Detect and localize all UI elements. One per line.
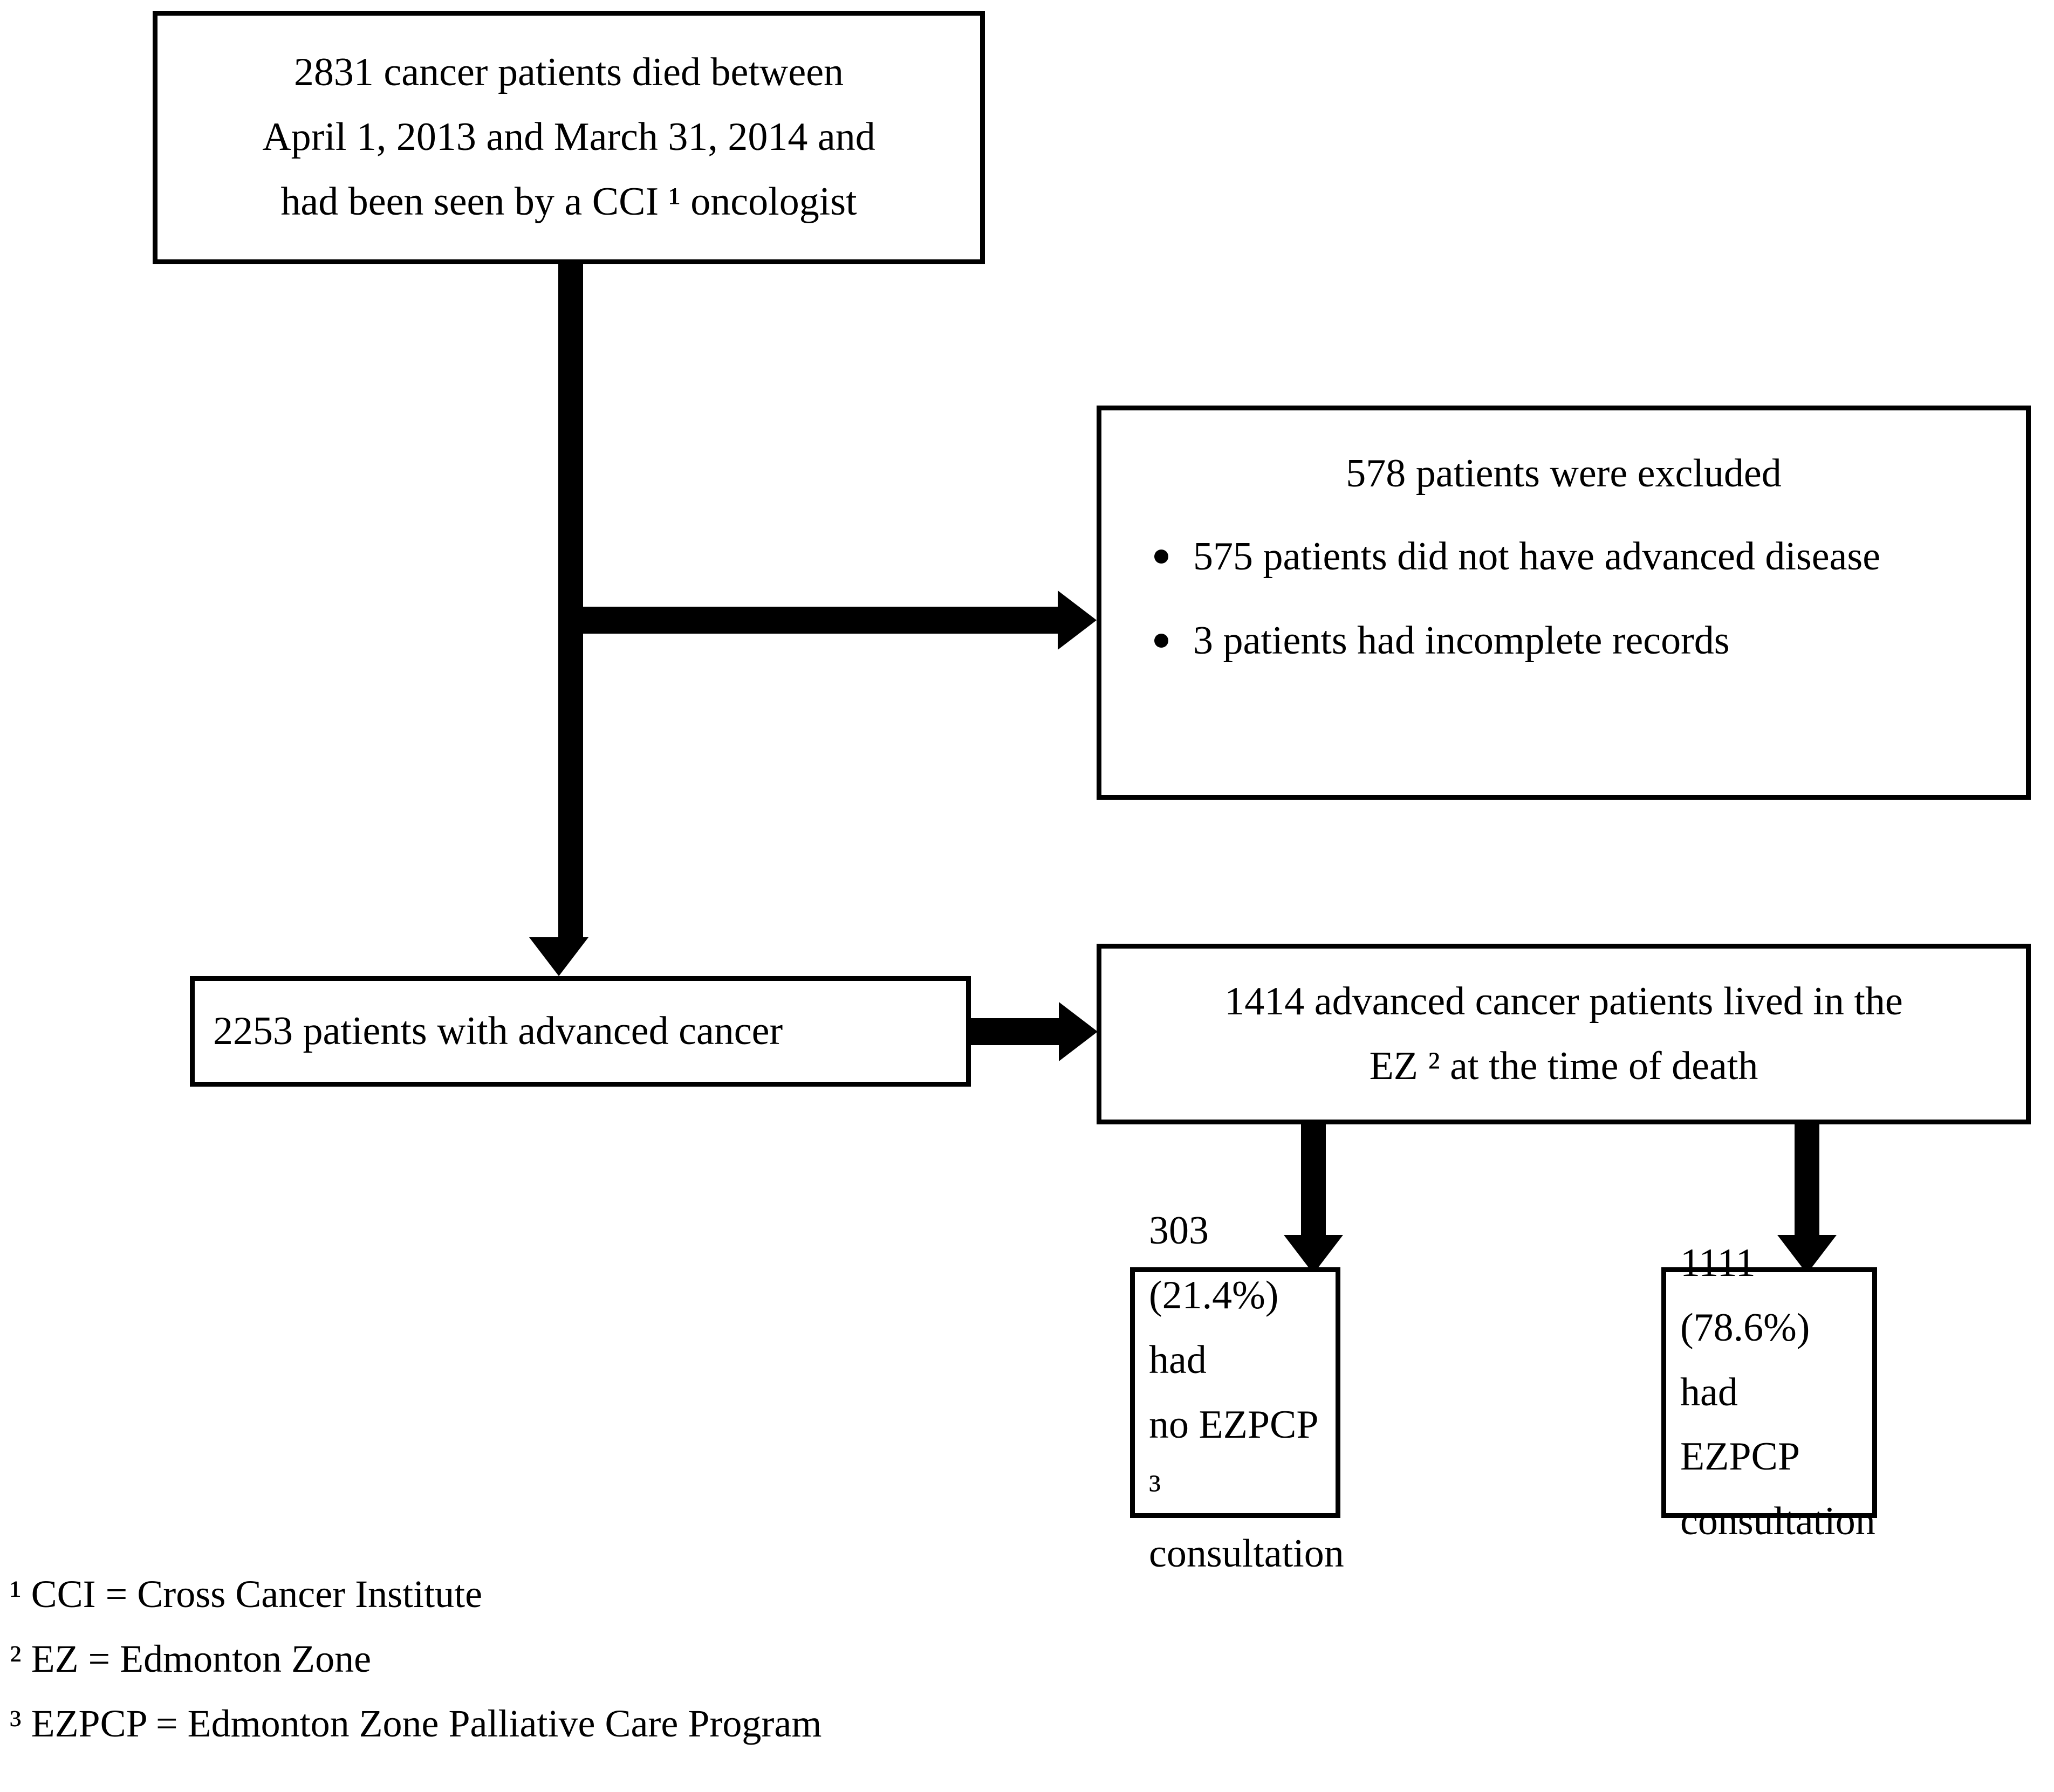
connector-advanced-to-ez-arrowhead — [1059, 1002, 1098, 1061]
node-no-consultation: 303 (21.4%) had no EZPCP ³ consultation — [1130, 1209, 1344, 1576]
connector-cohort-to-excluded-line — [583, 607, 1058, 634]
node-excluded-reason-text: 575 patients did not have advanced disea… — [1193, 534, 1881, 579]
footnote-ez: ² EZ = Edmonton Zone — [10, 1637, 372, 1680]
list-item: 3 patients had incomplete records — [1112, 609, 2015, 674]
node-had-consultation: 1111 (78.6%) had EZPCP consultation — [1661, 1241, 1877, 1543]
connector-cohort-to-advanced-line — [558, 264, 583, 938]
connector-cohort-to-advanced-arrowhead — [529, 937, 588, 976]
connector-cohort-to-excluded-arrowhead — [1058, 591, 1097, 650]
node-advanced-cancer: 2253 patients with advanced cancer — [190, 976, 971, 1087]
connector-ez-to-no-consultation-line — [1301, 1124, 1326, 1238]
footnote-ezpcp: ³ EZPCP = Edmonton Zone Palliative Care … — [10, 1702, 822, 1745]
node-excluded: 578 patients were excluded 575 patients … — [1097, 406, 2031, 800]
node-cohort-source: 2831 cancer patients died between April … — [153, 11, 985, 264]
node-excluded-headline: 578 patients were excluded — [1346, 451, 1782, 496]
node-cohort-source-text: 2831 cancer patients died between April … — [262, 50, 875, 224]
node-lived-in-ez: 1414 advanced cancer patients lived in t… — [1097, 944, 2031, 1124]
node-excluded-reason-list: 575 patients did not have advanced disea… — [1112, 505, 2015, 674]
footnotes: ¹ CCI = Cross Cancer Institute ² EZ = Ed… — [10, 1575, 1952, 1769]
bullet-dot-icon — [1154, 550, 1168, 564]
connector-ez-to-had-consultation-line — [1795, 1124, 1819, 1238]
node-had-consultation-text: 1111 (78.6%) had EZPCP consultation — [1680, 1240, 1875, 1544]
list-item: 575 patients did not have advanced disea… — [1112, 525, 2015, 589]
node-advanced-cancer-text: 2253 patients with advanced cancer — [213, 1008, 783, 1053]
node-no-consultation-text: 303 (21.4%) had no EZPCP ³ consultation — [1149, 1208, 1344, 1576]
node-excluded-reason-text: 3 patients had incomplete records — [1193, 619, 1730, 663]
node-lived-in-ez-text: 1414 advanced cancer patients lived in t… — [1224, 979, 1903, 1088]
connector-advanced-to-ez-line — [971, 1018, 1059, 1045]
bullet-dot-icon — [1154, 634, 1168, 648]
footnote-cci: ¹ CCI = Cross Cancer Institute — [10, 1573, 483, 1616]
